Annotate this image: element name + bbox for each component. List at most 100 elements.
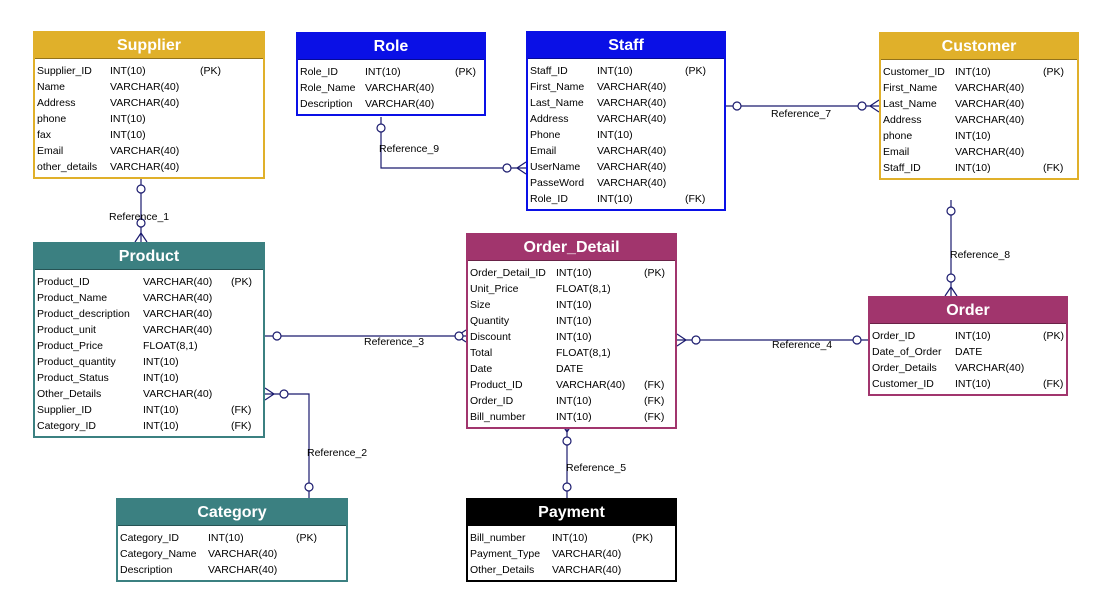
- attribute-type: DATE: [955, 346, 983, 358]
- entity-title: Supplier: [35, 33, 263, 59]
- attribute-type: VARCHAR(40): [110, 145, 180, 157]
- attribute-type: VARCHAR(40): [110, 161, 180, 173]
- attribute-name: Product_Price: [37, 340, 103, 352]
- attribute-name: Name: [37, 81, 66, 93]
- crows-foot-marker: [515, 161, 527, 175]
- relationship-label: Reference_5: [566, 462, 627, 474]
- attribute-type: VARCHAR(40): [556, 379, 626, 391]
- optional-circle-marker: [562, 436, 572, 446]
- attribute-name: Quantity: [470, 315, 510, 327]
- attribute-key: (PK): [455, 66, 476, 78]
- attribute-key: (FK): [685, 193, 706, 205]
- attribute-type: INT(10): [955, 66, 991, 78]
- attribute-type: INT(10): [143, 420, 179, 432]
- attribute-name: Customer_ID: [883, 66, 945, 78]
- attribute-name: Other_Details: [470, 564, 535, 576]
- attribute-type: INT(10): [143, 404, 179, 416]
- relationship-label: Reference_2: [307, 447, 368, 459]
- attribute-type: INT(10): [143, 372, 179, 384]
- attribute-type: VARCHAR(40): [955, 362, 1025, 374]
- attribute-key: (PK): [1043, 66, 1064, 78]
- attribute-name: Email: [530, 145, 557, 157]
- attribute-name: Product_description: [37, 308, 130, 320]
- entity-title: Product: [35, 244, 263, 270]
- attribute-type: INT(10): [597, 65, 633, 77]
- attribute-type: VARCHAR(40): [597, 161, 667, 173]
- attribute-type: INT(10): [556, 331, 592, 343]
- optional-circle-marker: [279, 389, 289, 399]
- optional-circle-marker: [304, 482, 314, 492]
- optional-circle-marker: [946, 273, 956, 283]
- attribute-name: Date_of_Order: [872, 346, 942, 358]
- attribute-name: Order_ID: [470, 395, 514, 407]
- attribute-name: phone: [883, 130, 913, 142]
- attribute-name: Description: [120, 564, 173, 576]
- relationship-label: Reference_4: [772, 339, 833, 351]
- entity-title: Staff: [528, 33, 724, 59]
- optional-circle-marker: [562, 482, 572, 492]
- attribute-type: VARCHAR(40): [552, 564, 622, 576]
- attribute-key: (PK): [644, 267, 665, 279]
- optional-circle-marker: [946, 206, 956, 216]
- attribute-type: INT(10): [955, 162, 991, 174]
- attribute-name: Address: [883, 114, 922, 126]
- relationship-label: Reference_7: [771, 108, 832, 120]
- attribute-type: VARCHAR(40): [955, 114, 1025, 126]
- attribute-type: VARCHAR(40): [143, 324, 213, 336]
- attribute-type: VARCHAR(40): [208, 564, 278, 576]
- optional-circle-marker: [272, 331, 282, 341]
- attribute-type: VARCHAR(40): [597, 145, 667, 157]
- attribute-type: FLOAT(8,1): [143, 340, 198, 352]
- attribute-name: Supplier_ID: [37, 404, 92, 416]
- attribute-name: Unit_Price: [470, 283, 519, 295]
- optional-circle-marker: [454, 331, 464, 341]
- attribute-name: Product_ID: [470, 379, 523, 391]
- attribute-name: Payment_Type: [470, 548, 541, 560]
- attribute-name: other_details: [37, 161, 98, 173]
- attribute-type: VARCHAR(40): [143, 308, 213, 320]
- attribute-name: First_Name: [883, 82, 938, 94]
- attribute-name: Role_Name: [300, 82, 356, 94]
- attribute-type: FLOAT(8,1): [556, 283, 611, 295]
- relationship-label: Reference_3: [364, 336, 425, 348]
- attribute-name: Other_Details: [37, 388, 102, 400]
- attribute-row: Date_of_Order DATE: [870, 344, 1066, 360]
- optional-circle-marker: [376, 123, 386, 133]
- attribute-key: (FK): [231, 420, 252, 432]
- entity-title: Category: [118, 500, 346, 526]
- optional-circle-marker: [852, 335, 862, 345]
- attribute-type: VARCHAR(40): [110, 81, 180, 93]
- attribute-row: Product_Price FLOAT(8,1): [35, 338, 263, 354]
- attribute-type: VARCHAR(40): [208, 548, 278, 560]
- attribute-type: DATE: [556, 363, 584, 375]
- attribute-name: Supplier_ID: [37, 65, 92, 77]
